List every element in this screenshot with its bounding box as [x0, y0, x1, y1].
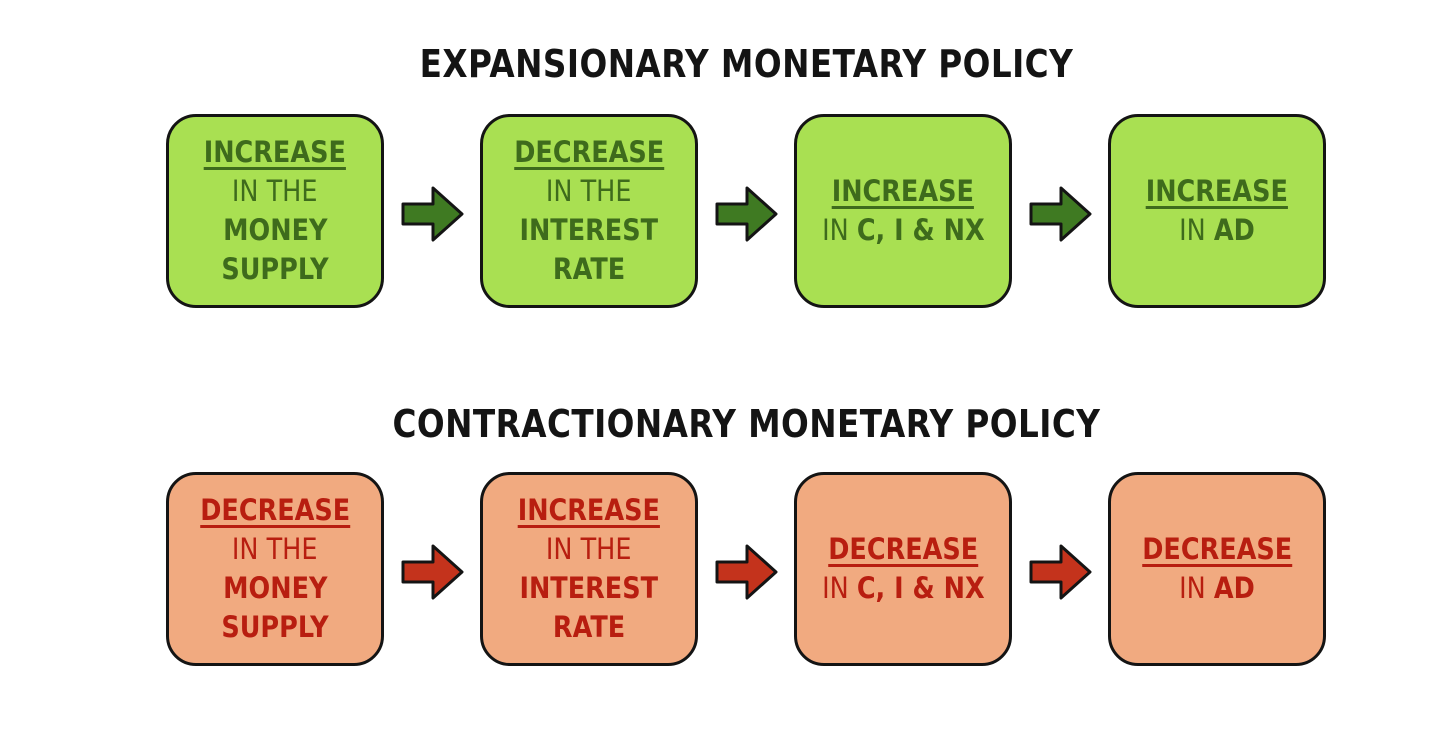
right-arrow-icon: [1028, 542, 1094, 602]
step-key-label: DECREASE: [827, 532, 978, 566]
step-text: IN THE: [232, 174, 318, 208]
expansionary-step-interest-rate: DECREASE IN THE INTEREST RATE: [480, 114, 698, 308]
step-key-label: INCREASE: [1145, 174, 1289, 208]
right-arrow-icon: [714, 542, 780, 602]
step-prefix: IN: [1179, 213, 1206, 247]
step-text: RATE: [552, 610, 626, 644]
step-text: IN C, I & NX: [822, 569, 985, 608]
step-prefix: IN: [821, 571, 849, 605]
step-text: IN THE: [546, 174, 632, 208]
step-key-label: DECREASE: [513, 135, 664, 169]
step-key-label: DECREASE: [1141, 532, 1292, 566]
step-text: IN AD: [1179, 569, 1255, 608]
step-emphasis: AD: [1213, 571, 1255, 605]
step-key-label: INCREASE: [203, 135, 347, 169]
expansionary-title: EXPANSIONARY MONETARY POLICY: [419, 42, 1074, 86]
contractionary-title: CONTRACTIONARY MONETARY POLICY: [392, 402, 1101, 446]
step-text: INTEREST: [519, 571, 659, 605]
step-prefix: IN: [1179, 571, 1206, 605]
step-emphasis: C, I & NX: [856, 213, 985, 247]
step-emphasis: AD: [1213, 213, 1255, 247]
step-prefix: IN: [821, 213, 849, 247]
contractionary-step-ad: DECREASE IN AD: [1108, 472, 1326, 666]
expansionary-step-money-supply: INCREASE IN THE MONEY SUPPLY: [166, 114, 384, 308]
right-arrow-icon: [400, 542, 466, 602]
step-key-label: INCREASE: [831, 174, 975, 208]
step-text: SUPPLY: [221, 610, 329, 644]
step-text: INTEREST: [519, 213, 659, 247]
step-emphasis: C, I & NX: [856, 571, 985, 605]
step-text: IN THE: [546, 532, 632, 566]
step-text: IN AD: [1179, 211, 1255, 250]
right-arrow-icon: [1028, 184, 1094, 244]
expansionary-flow: INCREASE IN THE MONEY SUPPLY DECREASE IN…: [0, 114, 1440, 314]
contractionary-step-interest-rate: INCREASE IN THE INTEREST RATE: [480, 472, 698, 666]
step-text: IN THE: [232, 532, 318, 566]
expansionary-step-ad: INCREASE IN AD: [1108, 114, 1326, 308]
step-text: MONEY: [222, 213, 328, 247]
contractionary-step-money-supply: DECREASE IN THE MONEY SUPPLY: [166, 472, 384, 666]
step-text: RATE: [552, 252, 626, 286]
step-key-label: INCREASE: [517, 493, 661, 527]
step-key-label: DECREASE: [199, 493, 350, 527]
step-text: IN C, I & NX: [822, 211, 985, 250]
contractionary-flow: DECREASE IN THE MONEY SUPPLY INCREASE IN…: [0, 472, 1440, 672]
step-text: SUPPLY: [221, 252, 329, 286]
expansionary-step-spending: INCREASE IN C, I & NX: [794, 114, 1012, 308]
right-arrow-icon: [714, 184, 780, 244]
step-text: MONEY: [222, 571, 328, 605]
right-arrow-icon: [400, 184, 466, 244]
contractionary-step-spending: DECREASE IN C, I & NX: [794, 472, 1012, 666]
